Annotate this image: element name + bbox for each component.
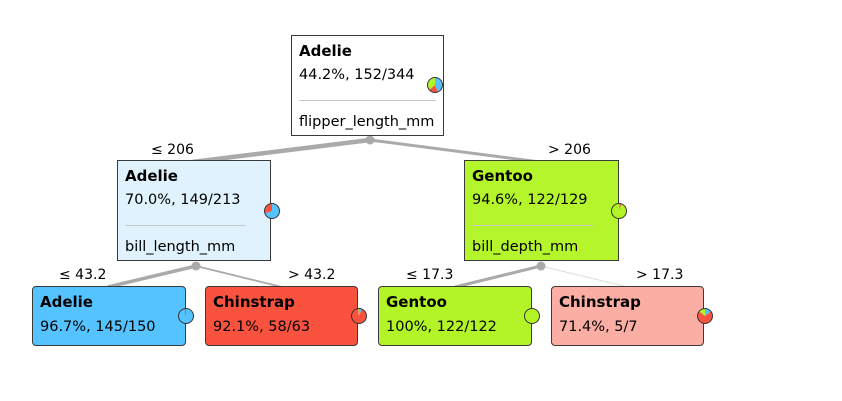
- edge-root-right: [369, 138, 541, 164]
- tree-node-right[interactable]: Gentoo 94.6%, 122/129 bill_depth_mm: [464, 160, 627, 261]
- pie-slice: [611, 203, 627, 219]
- pie-outline: [351, 308, 367, 324]
- pie-slice: [524, 308, 540, 324]
- node-class-label: Gentoo: [472, 167, 533, 185]
- edge-r-rl: [454, 264, 542, 289]
- pie-outline: [427, 77, 443, 93]
- tree-leaf-left-left[interactable]: Adelie 96.7%, 145/150: [32, 286, 194, 346]
- tree-leaf-right-right[interactable]: Chinstrap 71.4%, 5/7: [551, 286, 713, 346]
- node-split-attribute: bill_length_mm: [125, 239, 236, 255]
- node-class-label: Adelie: [40, 293, 93, 311]
- pie-outline: [524, 308, 540, 324]
- pie-outline: [178, 308, 194, 324]
- node-stats: 44.2%, 152/344: [299, 67, 415, 83]
- edge-label-root-left: ≤ 206: [151, 142, 194, 158]
- pie-slice: [619, 203, 621, 211]
- edge-root-left: [191, 137, 371, 165]
- node-stats: 94.6%, 122/129: [472, 192, 588, 208]
- node-split-attribute: flipper_length_mm: [299, 114, 435, 130]
- node-class-label: Chinstrap: [213, 293, 295, 311]
- class-distribution-pie-icon: [427, 77, 443, 93]
- tree-leaf-right-left[interactable]: Gentoo 100%, 122/122: [378, 286, 540, 346]
- node-separator: [472, 225, 593, 226]
- root-split-dot: [365, 135, 375, 145]
- pie-slice: [184, 308, 186, 316]
- tree-leaf-left-right[interactable]: Chinstrap 92.1%, 58/63: [205, 286, 367, 346]
- node-stats: 70.0%, 149/213: [125, 192, 241, 208]
- node-class-label: Adelie: [125, 167, 178, 185]
- pie-slice: [264, 203, 280, 219]
- edge-label-left-right: > 43.2: [288, 267, 336, 283]
- pie-outline: [611, 203, 627, 219]
- pie-slice: [429, 85, 438, 93]
- node-split-attribute: bill_depth_mm: [472, 239, 579, 255]
- node-class-label: Chinstrap: [559, 293, 641, 311]
- edge-label-left-left: ≤ 43.2: [59, 267, 107, 283]
- left-split-dot: [191, 261, 201, 271]
- class-distribution-pie-icon: [264, 203, 280, 219]
- node-stats: 92.1%, 58/63: [213, 319, 311, 335]
- pie-outline: [264, 203, 280, 219]
- class-distribution-pie-icon: [611, 203, 627, 219]
- tree-node-root[interactable]: Adelie 44.2%, 152/344 flipper_length_mm: [291, 35, 444, 136]
- pie-slice: [359, 308, 362, 316]
- class-distribution-pie-icon: [178, 308, 194, 324]
- node-separator: [299, 100, 436, 101]
- node-stats: 96.7%, 145/150: [40, 319, 156, 335]
- node-stats: 100%, 122/122: [386, 319, 497, 335]
- pie-slice: [351, 308, 367, 324]
- class-distribution-pie-icon: [524, 308, 540, 324]
- node-class-label: Adelie: [299, 42, 352, 60]
- class-distribution-pie-icon: [351, 308, 367, 324]
- edge-l-lr: [195, 265, 283, 288]
- node-separator: [125, 225, 246, 226]
- edge-l-ll: [107, 264, 197, 289]
- pie-slice: [619, 203, 622, 211]
- pie-outline: [697, 308, 713, 324]
- edge-label-root-right: > 206: [548, 142, 591, 158]
- right-split-dot: [536, 261, 546, 271]
- class-distribution-pie-icon: [697, 308, 713, 324]
- pie-slice: [435, 77, 443, 93]
- node-stats: 71.4%, 5/7: [559, 319, 638, 335]
- tree-node-left[interactable]: Adelie 70.0%, 149/213 bill_length_mm: [117, 160, 280, 261]
- edge-label-right-right: > 17.3: [636, 267, 684, 283]
- pie-slice: [358, 308, 359, 316]
- edge-r-rr: [540, 265, 629, 288]
- pie-slice: [697, 311, 713, 324]
- node-class-label: Gentoo: [386, 293, 447, 311]
- pie-slice: [264, 203, 272, 214]
- edge-label-right-left: ≤ 17.3: [406, 267, 454, 283]
